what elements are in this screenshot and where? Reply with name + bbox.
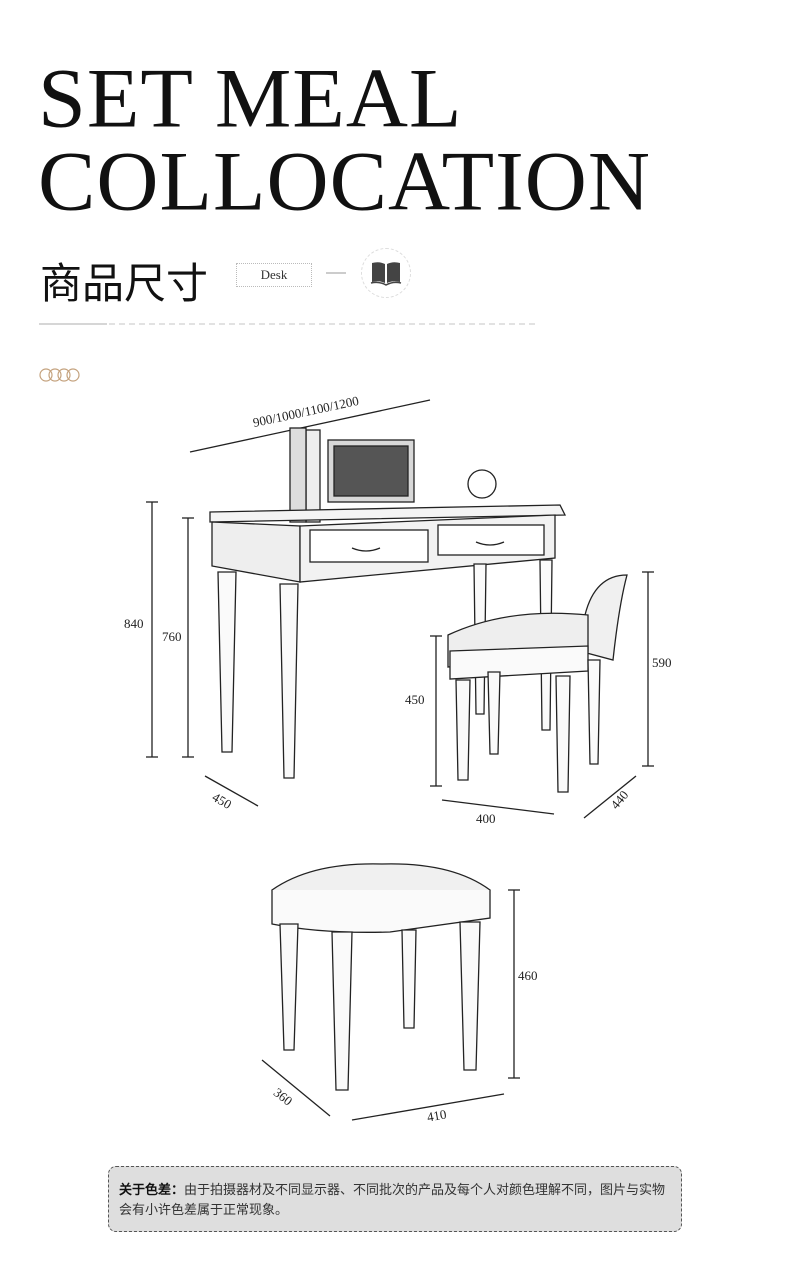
- chair-width-label: 400: [476, 811, 496, 826]
- title-line-2: COLLOCATION: [38, 133, 651, 229]
- divider-dash: [326, 272, 346, 274]
- book-icon: [361, 248, 411, 298]
- chair-seat-height-label: 450: [405, 692, 425, 707]
- stool-height-label: 460: [518, 968, 538, 983]
- notice-text: 由于拍摄器材及不同显示器、不同批次的产品及每个人对颜色理解不同，图片与实物会有小…: [119, 1183, 666, 1218]
- title-line-1: SET MEAL: [38, 50, 463, 146]
- desk-sketch: [209, 427, 567, 779]
- divider-accent: [39, 323, 107, 325]
- desk-total-height-label: 840: [124, 616, 144, 631]
- stool-width-label: 410: [425, 1106, 448, 1125]
- dashed-divider: [39, 323, 535, 325]
- stool-sketch: [271, 863, 491, 1091]
- desk-table-height-label: 760: [162, 629, 182, 644]
- notice-label: 关于色差：: [119, 1183, 185, 1198]
- color-difference-notice: 关于色差：由于拍摄器材及不同显示器、不同批次的产品及每个人对颜色理解不同，图片与…: [108, 1166, 682, 1232]
- rings-decoration: [39, 367, 83, 386]
- section-title: 商品尺寸: [40, 259, 209, 308]
- chair-sketch: [447, 574, 628, 793]
- chair-total-height-label: 590: [652, 655, 672, 670]
- product-tag: Desk: [236, 263, 312, 287]
